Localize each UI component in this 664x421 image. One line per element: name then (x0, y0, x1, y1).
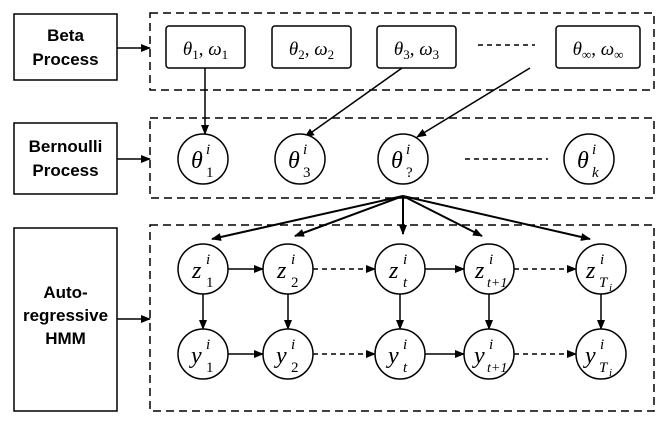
hmm-label-line2: regressive (23, 306, 108, 325)
svg-text:y: y (386, 343, 399, 369)
svg-text:i: i (600, 337, 604, 353)
svg-text:θ: θ (391, 148, 403, 174)
edge-beta3-to-theta3 (304, 67, 403, 138)
svg-text:θ: θ (577, 148, 589, 174)
node-theta-k: θ i k (563, 133, 615, 185)
svg-text:t+1: t+1 (487, 276, 507, 291)
node-theta-question: θ i ? (377, 133, 429, 185)
svg-text:i: i (206, 252, 210, 268)
node-theta-3: θ i 3 (274, 133, 326, 185)
beta-atom-2: θ2, ω2 (271, 25, 352, 69)
svg-text:θ2, ω2: θ2, ω2 (289, 39, 334, 62)
bernoulli-process-label-box: Bernoulli Process (13, 122, 118, 195)
svg-text:θ: θ (191, 148, 203, 174)
svg-text:i: i (303, 142, 307, 158)
svg-text:i: i (403, 252, 407, 268)
node-z-T-i: z i T i (575, 243, 627, 295)
node-z-t: z i t (374, 243, 426, 295)
svg-text:?: ? (406, 165, 413, 181)
svg-text:i: i (600, 252, 604, 268)
node-theta-1: θ i 1 (177, 133, 229, 185)
svg-text:t: t (403, 275, 408, 291)
hmm-label-line1: Auto- (43, 283, 87, 302)
svg-text:i: i (206, 142, 210, 158)
beta-label-line2: Process (32, 50, 98, 69)
svg-text:y: y (189, 343, 202, 369)
svg-text:θ3, ω3: θ3, ω3 (394, 39, 439, 62)
svg-text:t+1: t+1 (487, 361, 507, 376)
node-y-1: y i 1 (177, 328, 229, 380)
svg-text:y: y (274, 343, 287, 369)
beta-atom-1: θ1, ω1 (165, 25, 246, 69)
svg-text:θ: θ (288, 148, 300, 174)
beta-atom-3: θ3, ω3 (376, 25, 457, 69)
svg-text:i: i (592, 142, 596, 158)
bernoulli-label-line1: Bernoulli (29, 137, 103, 156)
svg-text:k: k (592, 165, 599, 181)
svg-text:z: z (474, 258, 485, 284)
hmm-label-box: Auto- regressive HMM (13, 227, 118, 412)
edge-theta-to-z1 (211, 195, 404, 241)
hmm-label-line3: HMM (45, 329, 86, 348)
svg-text:θ∞, ω∞: θ∞, ω∞ (573, 39, 624, 62)
svg-text:z: z (276, 258, 287, 284)
node-y-2: y i 2 (262, 328, 314, 380)
beta-label-line1: Beta (47, 26, 84, 45)
beta-atom-infinity: θ∞, ω∞ (555, 25, 641, 69)
node-z-t-plus-1: z i t+1 (463, 243, 515, 295)
svg-text:z: z (585, 258, 596, 284)
svg-text:i: i (489, 337, 493, 353)
edge-theta-to-z2 (294, 195, 404, 237)
svg-text:i: i (609, 282, 612, 294)
beta-process-label-box: Beta Process (13, 13, 118, 81)
node-y-T-i: y i T i (575, 328, 627, 380)
svg-text:T: T (599, 360, 609, 376)
svg-text:y: y (472, 343, 485, 369)
edge-to-theta-question (416, 67, 531, 138)
svg-text:T: T (599, 275, 609, 291)
edge-theta-to-zTi (402, 195, 591, 241)
svg-text:i: i (206, 337, 210, 353)
svg-text:i: i (489, 252, 493, 268)
svg-text:i: i (291, 337, 295, 353)
svg-text:z: z (388, 258, 399, 284)
svg-text:θ1, ω1: θ1, ω1 (183, 39, 228, 62)
svg-text:i: i (291, 252, 295, 268)
node-y-t-plus-1: y i t+1 (463, 328, 515, 380)
svg-text:2: 2 (291, 360, 299, 376)
svg-text:1: 1 (206, 275, 214, 291)
node-z-2: z i 2 (262, 243, 314, 295)
svg-text:i: i (609, 367, 612, 379)
edge-theta-to-zt1 (402, 195, 483, 237)
svg-text:z: z (191, 258, 202, 284)
bernoulli-label-line2: Process (32, 161, 98, 180)
svg-text:1: 1 (206, 360, 214, 376)
svg-text:1: 1 (206, 165, 214, 181)
svg-text:i: i (403, 337, 407, 353)
svg-text:i: i (406, 142, 410, 158)
svg-text:y: y (583, 343, 596, 369)
svg-text:3: 3 (303, 165, 311, 181)
svg-text:2: 2 (291, 275, 299, 291)
node-z-1: z i 1 (177, 243, 229, 295)
node-y-t: y i t (374, 328, 426, 380)
svg-text:t: t (403, 360, 408, 376)
